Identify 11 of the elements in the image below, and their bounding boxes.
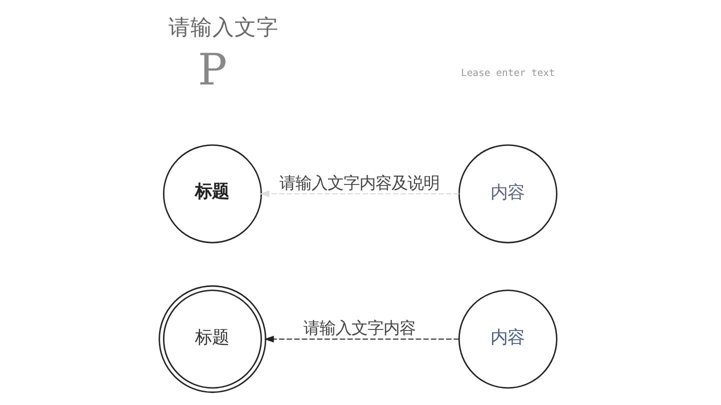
node-circle: 标题 [162, 144, 262, 244]
edge-label: 请输入文字内容及说明 [278, 173, 439, 192]
edge-label: 请输入文字内容 [302, 318, 415, 338]
node-circle: 内容 [458, 290, 557, 389]
diagram-title: 请输入文字 [168, 15, 278, 40]
arrow [259, 190, 459, 198]
node-circle: 标题 [158, 285, 266, 393]
label: Lease enter text [460, 68, 554, 79]
node-circle: 内容 [458, 144, 557, 244]
label: P [197, 45, 227, 96]
arrow [264, 336, 459, 343]
